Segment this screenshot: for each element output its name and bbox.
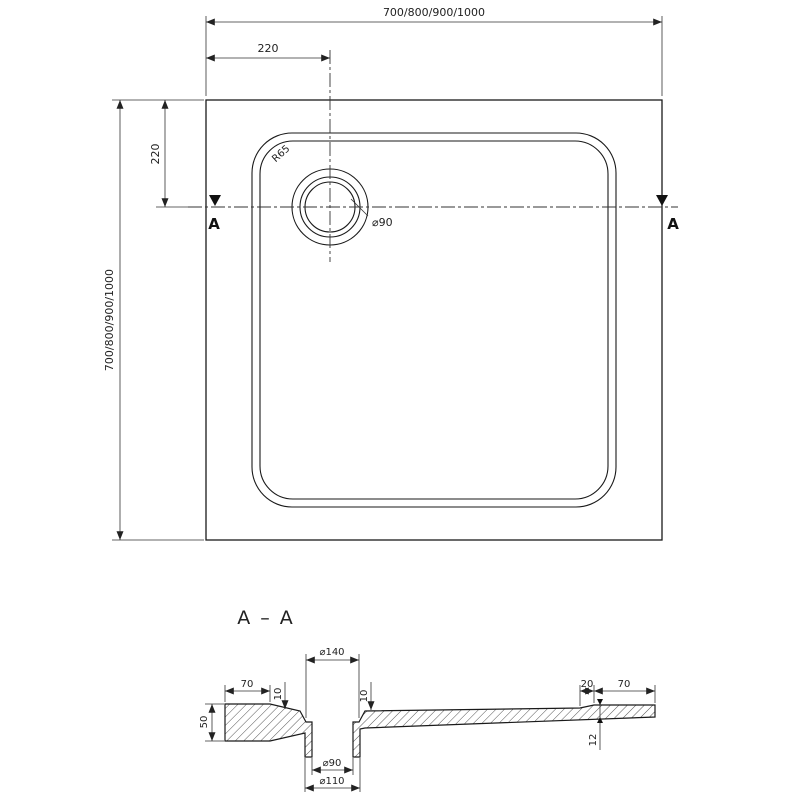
depth-right-label: 10 — [359, 690, 370, 703]
rim-right-label: 70 — [618, 679, 631, 690]
section-label-left: A — [208, 215, 220, 233]
tray-inner-edge-outer — [251, 132, 617, 508]
top-view: A A ⌀90 R65 — [188, 50, 679, 541]
drain-offset-y-label: 220 — [149, 144, 162, 165]
overall-height-label: 700/800/900/1000 — [103, 269, 116, 371]
drain-diameter-leader — [350, 198, 369, 217]
overall-width-label: 700/800/900/1000 — [383, 6, 485, 19]
tray-inner-edge-inner — [259, 140, 609, 500]
step-label: 20 — [581, 679, 594, 690]
section-title: A – A — [237, 607, 295, 629]
section-view: A – A ⌀140 70 10 10 — [199, 607, 656, 792]
section-profile-right — [352, 704, 656, 758]
edge-thickness-arrow-top — [597, 699, 603, 705]
flange-diameter-label: ⌀110 — [319, 776, 344, 787]
top-view-dimensions: 700/800/900/1000 220 220 700/800/900/100… — [103, 6, 663, 541]
section-label-right: A — [667, 215, 679, 233]
depth-left-label: 10 — [273, 688, 284, 701]
section-arrow-right — [656, 195, 668, 206]
recess-diameter-label: ⌀140 — [319, 647, 344, 658]
edge-thickness-arrow-bottom — [597, 717, 603, 723]
drain-offset-x-label: 220 — [258, 42, 279, 55]
drain-diameter-label: ⌀90 — [372, 216, 393, 229]
pipe-diameter-label: ⌀90 — [323, 758, 342, 769]
tray-outer-edge — [205, 99, 663, 541]
rim-left-label: 70 — [241, 679, 254, 690]
edge-thickness-label: 12 — [588, 734, 599, 747]
edge-height-label: 50 — [199, 716, 210, 729]
section-profile-left — [224, 703, 313, 758]
section-arrow-left — [209, 195, 221, 206]
